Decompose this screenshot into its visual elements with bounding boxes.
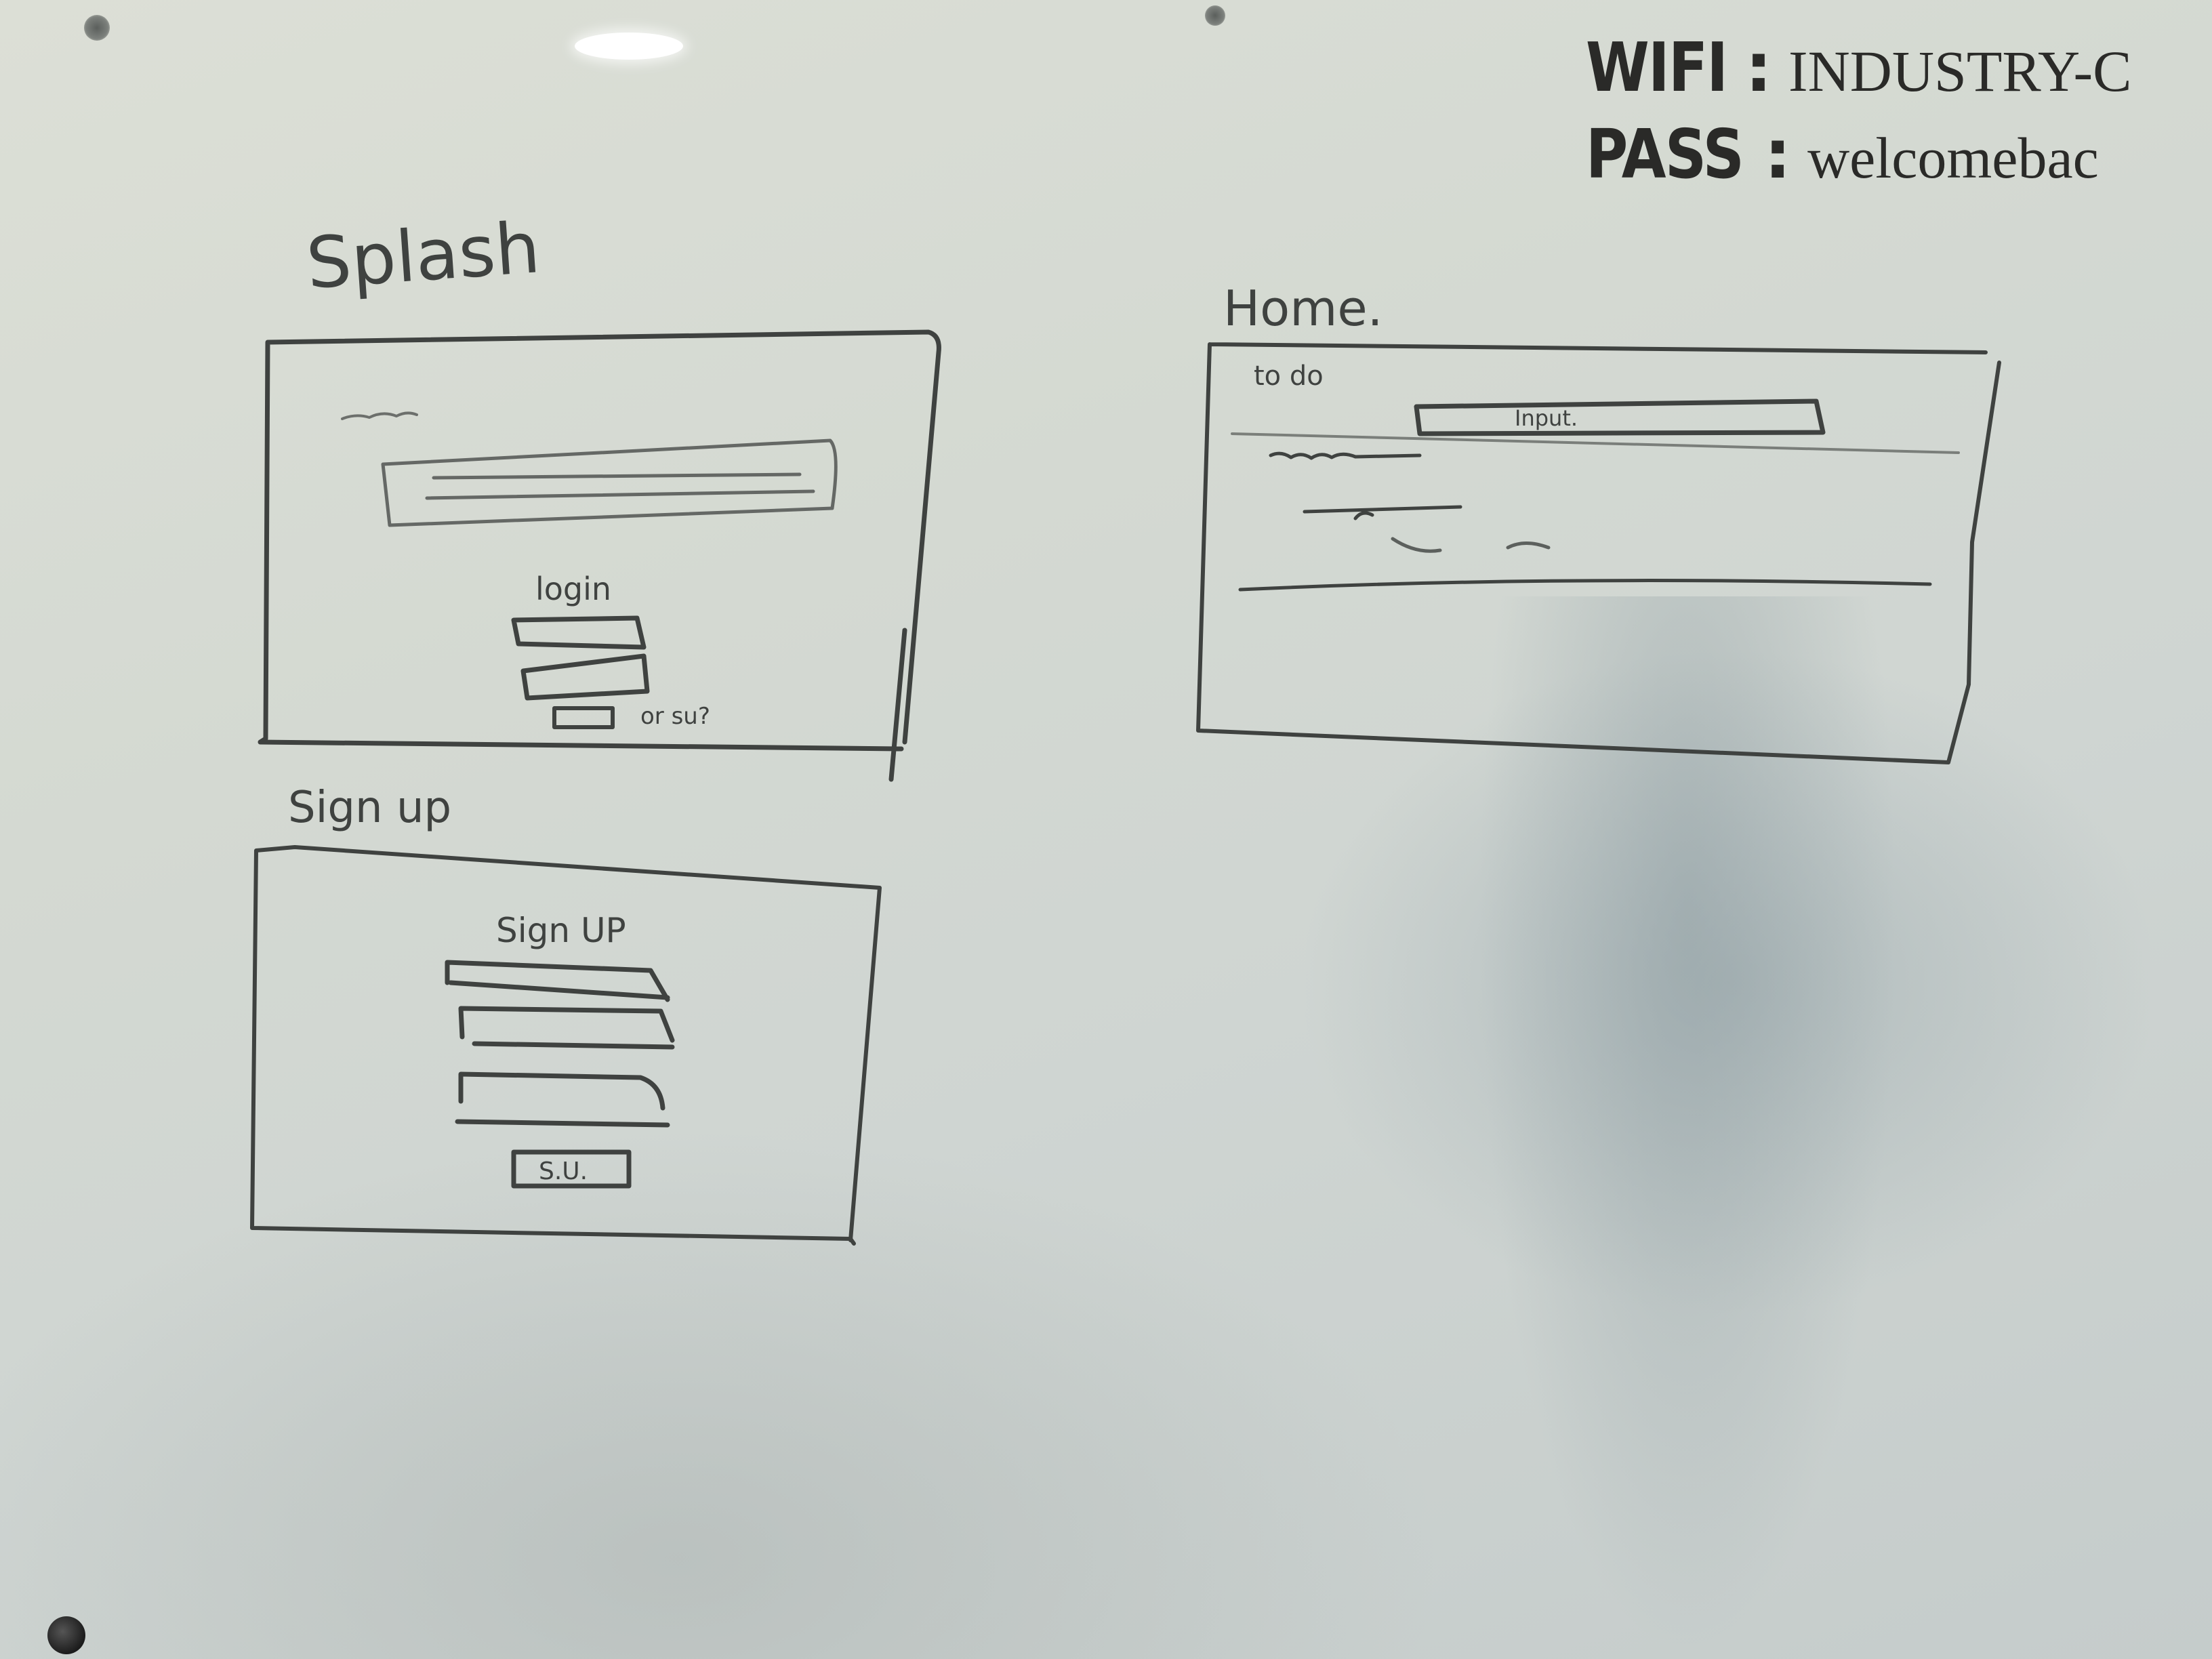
signup-sketch: Sign up Sign UP S.U. (250, 783, 882, 1246)
splash-field-label (341, 411, 418, 420)
wifi-row: WIFI:INDUSTRY-C (1586, 34, 2212, 121)
wifi-value: INDUSTRY-C (1788, 39, 2132, 104)
board-magnet (47, 1616, 85, 1654)
pass-label: PASS (1586, 115, 1744, 194)
home-input-label: Input. (1515, 405, 1578, 431)
home-todo-item-1 (1269, 451, 1422, 460)
signup-heading: Sign UP (496, 911, 626, 950)
splash-login-label: login (535, 571, 611, 607)
home-sketch: Home. to do Input. (1196, 280, 2001, 764)
pass-value: welcomebac (1807, 125, 2099, 190)
wifi-sign: WIFI:INDUSTRY-C PASS:welcomebac (1586, 34, 2212, 207)
splash-signup-link: or su? (640, 703, 710, 730)
signup-frame (250, 845, 882, 1246)
splash-input-field (381, 438, 838, 527)
splash-login-fields (511, 615, 650, 701)
home-todo-item-3 (1391, 537, 1551, 553)
home-divider-top (1231, 432, 1960, 454)
signup-field-3 (455, 1071, 670, 1128)
signup-submit-label: S.U. (539, 1158, 588, 1185)
pass-colon: : (1764, 115, 1792, 194)
reflection-shadow (1477, 596, 1898, 1659)
signup-title: Sign up (288, 783, 451, 833)
signup-submit-button (511, 1149, 632, 1189)
board-screw (84, 15, 110, 41)
board-screw (1205, 5, 1225, 26)
pass-row: PASS:welcomebac (1586, 121, 2212, 207)
splash-frame (258, 329, 941, 782)
signup-field-2 (458, 1006, 675, 1050)
wifi-colon: : (1745, 34, 1773, 107)
wifi-label: WIFI (1586, 34, 1728, 107)
splash-login-button (552, 706, 615, 729)
home-todo-item-2 (1303, 505, 1462, 520)
splash-sketch: Splash login or su? (258, 206, 941, 782)
ceiling-light-glare (575, 33, 683, 60)
home-title: Home. (1223, 280, 1383, 337)
home-input-box (1414, 398, 1826, 436)
splash-title: Splash (304, 206, 542, 305)
signup-field-1 (445, 960, 670, 1002)
home-todo-label: to do (1254, 361, 1324, 392)
home-divider-bottom (1238, 579, 1932, 592)
home-frame (1196, 342, 2001, 764)
